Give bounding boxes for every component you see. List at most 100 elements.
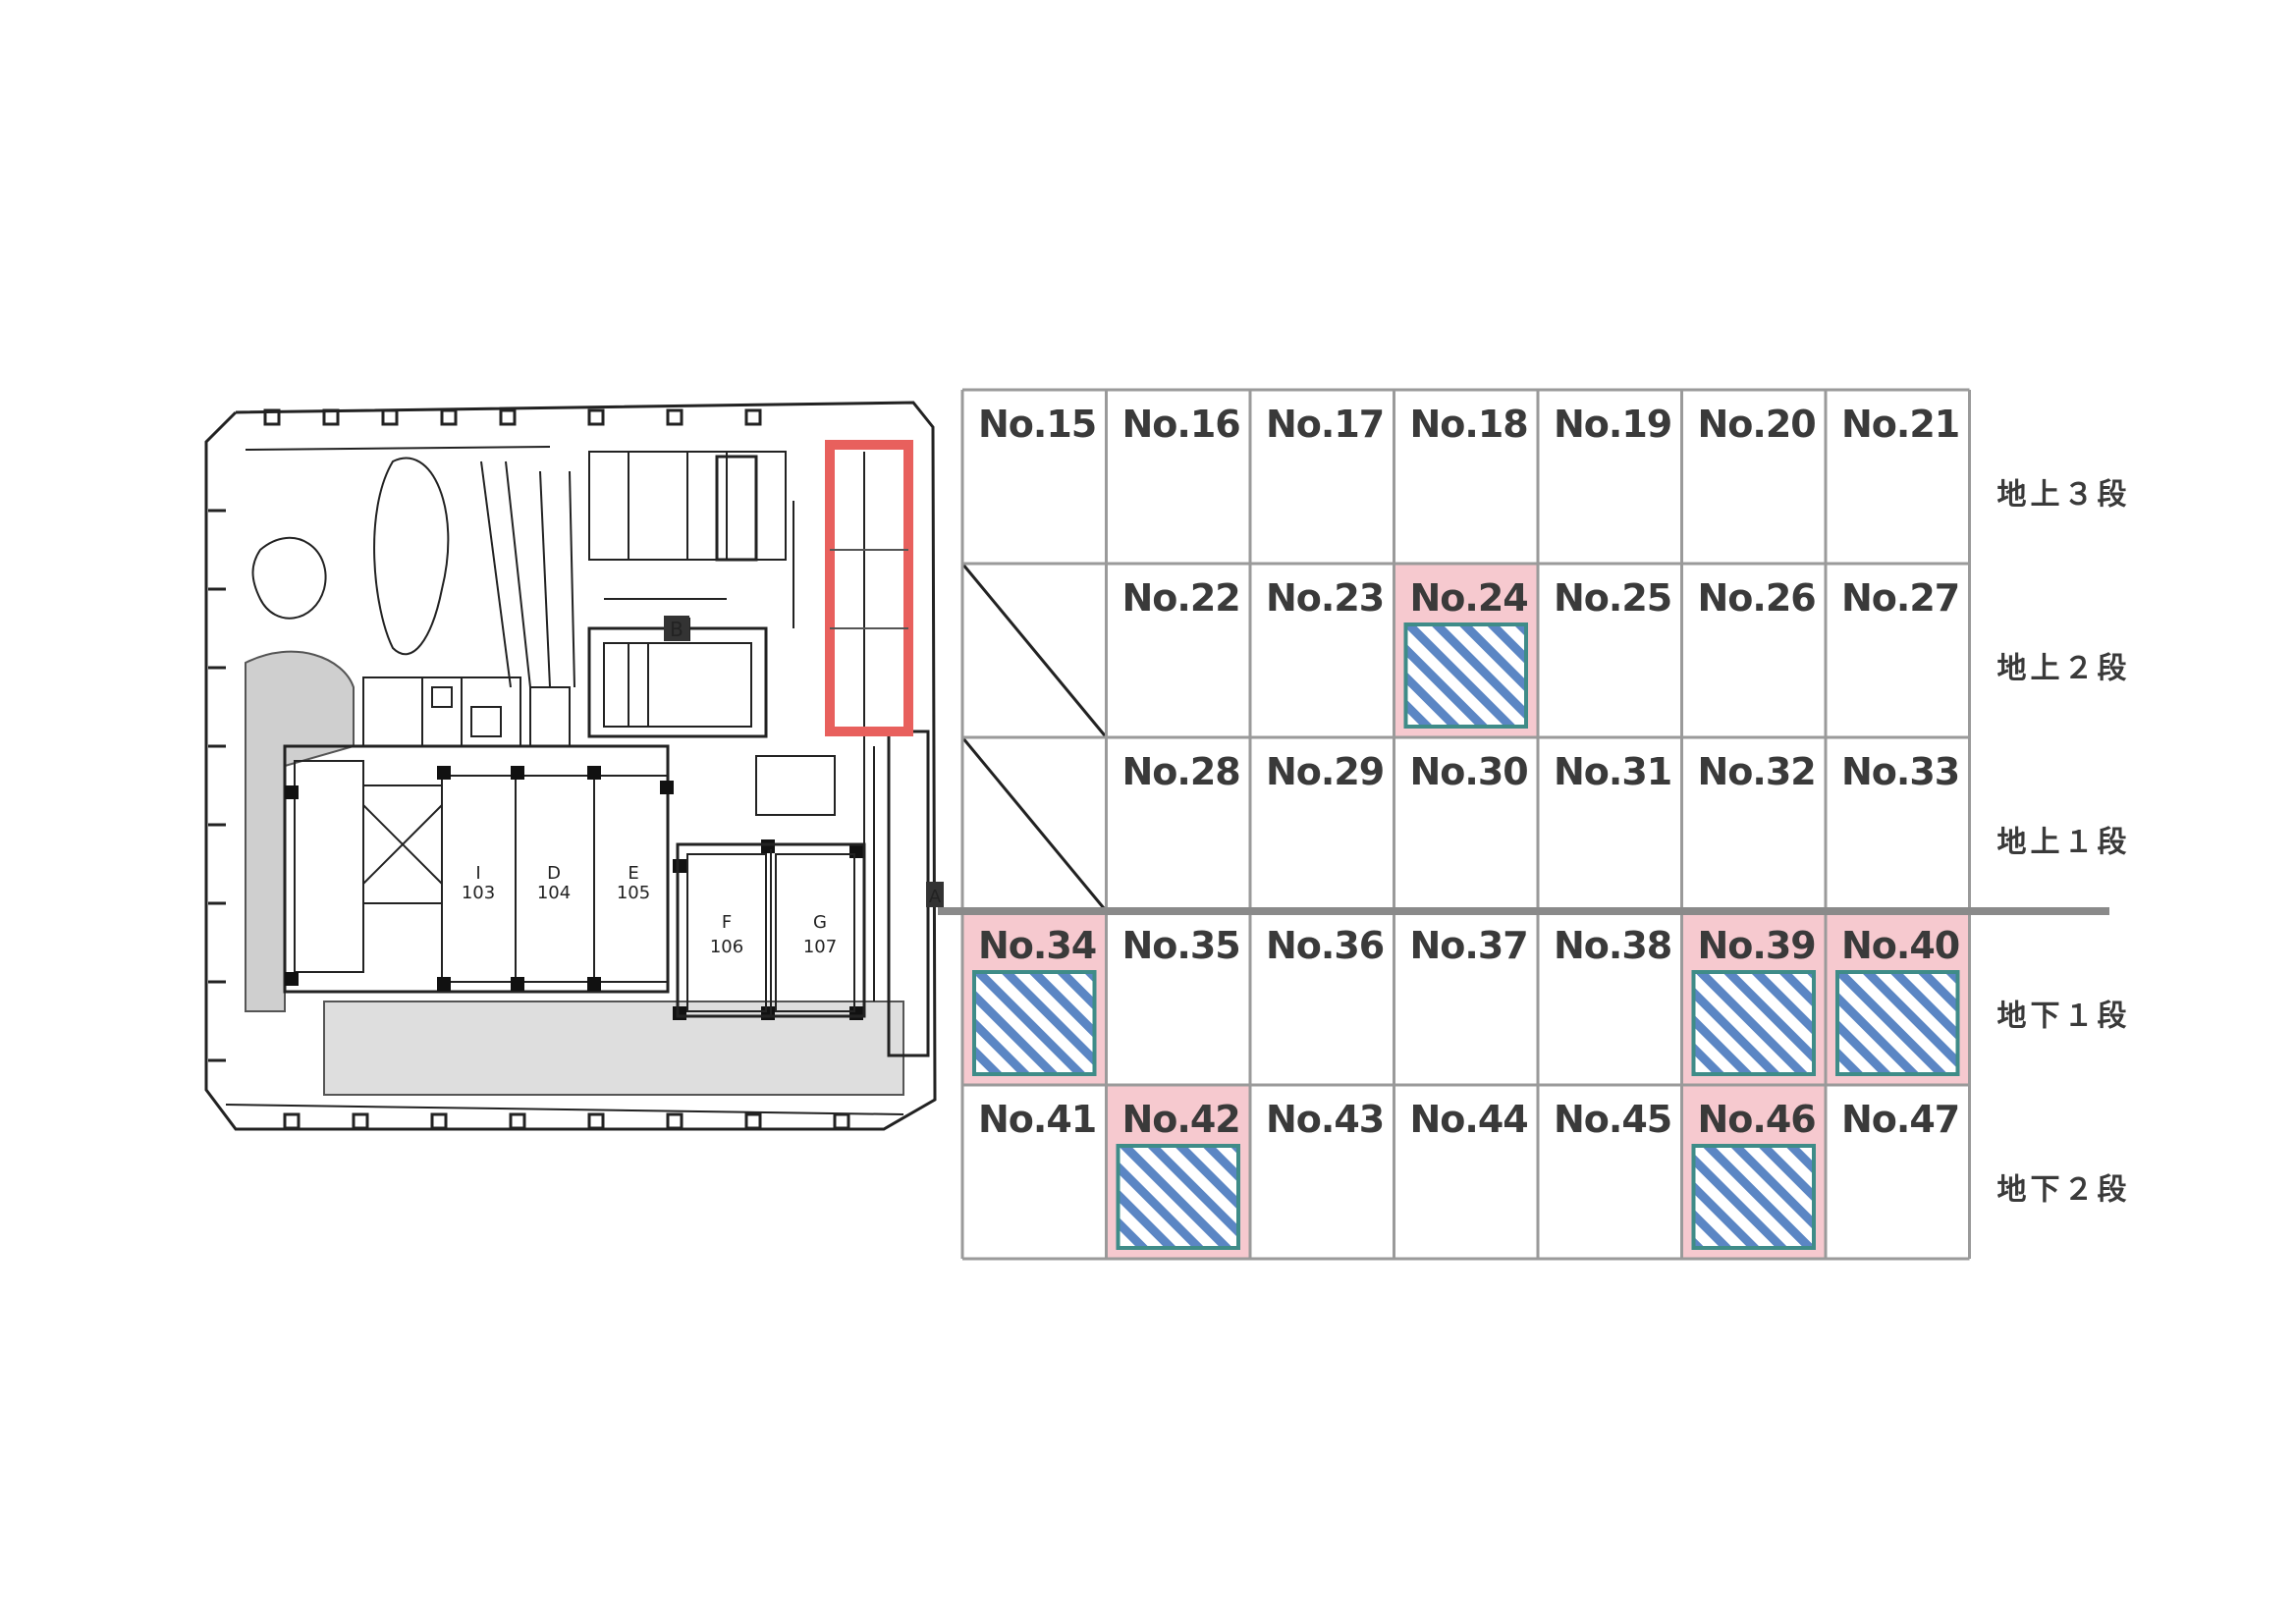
grid-lines	[960, 388, 1971, 1261]
parking-space-number: No.42	[1122, 1098, 1240, 1141]
parking-space-number: No.21	[1841, 403, 1959, 446]
unit-number: 105	[617, 883, 650, 903]
parking-space: No.37	[1410, 924, 1529, 967]
parking-space: No.24	[1394, 564, 1538, 737]
unit-letter: F	[722, 912, 732, 933]
parking-space: No.42	[1106, 1085, 1250, 1259]
parking-space-number: No.39	[1698, 924, 1816, 967]
parking-space-number: No.17	[1266, 403, 1384, 446]
parking-space-number: No.47	[1841, 1098, 1959, 1141]
unit-number: 103	[462, 883, 495, 903]
parking-space: No.43	[1266, 1098, 1385, 1141]
parking-space-number: No.25	[1554, 576, 1671, 620]
unit-number: 104	[537, 883, 571, 903]
parking-space: No.34	[962, 911, 1107, 1085]
parking-space-number: No.30	[1410, 750, 1528, 793]
parking-space: No.26	[1698, 576, 1817, 620]
parking-space-number: No.37	[1410, 924, 1528, 967]
plan-marker-b: B	[664, 616, 689, 641]
unit-letter: D	[547, 863, 561, 884]
hatched-vehicle-mark	[1691, 970, 1816, 1076]
tier-label: 地上２段	[1997, 652, 2131, 686]
unavailable-space-slash	[960, 736, 1108, 912]
parking-space-number: No.28	[1122, 750, 1240, 793]
parking-space: No.44	[1410, 1098, 1529, 1141]
parking-space: No.38	[1554, 924, 1672, 967]
unit-letter: G	[813, 912, 827, 933]
parking-space-number: No.22	[1122, 576, 1240, 620]
parking-space	[960, 563, 1108, 738]
parking-space-number: No.41	[978, 1098, 1096, 1141]
parking-space-number: No.32	[1698, 750, 1816, 793]
hatched-vehicle-mark	[1835, 970, 1960, 1076]
hatched-vehicle-mark	[972, 970, 1097, 1076]
parking-space-number: No.24	[1410, 576, 1528, 620]
parking-space-number: No.29	[1266, 750, 1384, 793]
parking-space-number: No.26	[1698, 576, 1816, 620]
parking-space: No.22	[1122, 576, 1241, 620]
parking-space: No.27	[1841, 576, 1960, 620]
parking-space-number: No.35	[1122, 924, 1240, 967]
parking-space: No.45	[1554, 1098, 1672, 1141]
parking-space: No.33	[1841, 750, 1960, 793]
parking-space: No.17	[1266, 403, 1385, 446]
tier-label: 地下２段	[1997, 1173, 2131, 1208]
parking-space-number: No.16	[1122, 403, 1240, 446]
parking-space-number: No.33	[1841, 750, 1959, 793]
parking-space-number: No.45	[1554, 1098, 1671, 1141]
site-floor-plan	[204, 401, 937, 1131]
parking-space-number: No.31	[1554, 750, 1671, 793]
svg-text:A: A	[929, 887, 942, 907]
parking-space: No.35	[1122, 924, 1241, 967]
parking-space: No.23	[1266, 576, 1385, 620]
plan-marker-a: A	[926, 882, 944, 907]
hatched-vehicle-mark	[1691, 1144, 1816, 1250]
parking-space-number: No.36	[1266, 924, 1384, 967]
parking-space	[960, 736, 1108, 912]
unit-number: 107	[803, 937, 837, 957]
parking-space: No.39	[1681, 911, 1826, 1085]
parking-space-number: No.19	[1554, 403, 1671, 446]
parking-space-number: No.43	[1266, 1098, 1384, 1141]
tier-label: 地上３段	[1997, 478, 2131, 513]
parking-space-number: No.40	[1841, 924, 1959, 967]
parking-space: No.41	[978, 1098, 1097, 1141]
tier-label: 地下１段	[1997, 1000, 2131, 1034]
parking-space-number: No.18	[1410, 403, 1528, 446]
parking-grid: No.15 No.16 No.17 No.18 No.19 No.20 No.21 地上３段 N…	[938, 388, 2131, 1261]
parking-space: No.46	[1681, 1085, 1826, 1259]
parking-space: No.36	[1266, 924, 1385, 967]
parking-space-number: No.46	[1698, 1098, 1816, 1141]
parking-space: No.25	[1554, 576, 1672, 620]
parking-space: No.21	[1841, 403, 1960, 446]
unit-letter: I	[475, 863, 480, 884]
unit-number: 106	[710, 937, 743, 957]
parking-space: No.28	[1122, 750, 1241, 793]
parking-space-number: No.44	[1410, 1098, 1528, 1141]
parking-space: No.30	[1410, 750, 1529, 793]
parking-space-number: No.15	[978, 403, 1096, 446]
unit-letter: E	[628, 863, 638, 884]
parking-space: No.19	[1554, 403, 1672, 446]
tier-label: 地上１段	[1997, 826, 2131, 860]
parking-space-number: No.20	[1698, 403, 1816, 446]
parking-space: No.31	[1554, 750, 1672, 793]
svg-text:B: B	[670, 618, 683, 641]
parking-space-number: No.34	[978, 924, 1096, 967]
parking-space: No.15	[978, 403, 1097, 446]
parking-space-number: No.38	[1554, 924, 1671, 967]
hatched-vehicle-mark	[1403, 622, 1528, 729]
parking-space: No.16	[1122, 403, 1241, 446]
parking-space: No.32	[1698, 750, 1817, 793]
parking-space: No.20	[1698, 403, 1817, 446]
unavailable-space-slash	[960, 563, 1108, 738]
parking-space: No.40	[1826, 911, 1970, 1085]
parking-space-number: No.23	[1266, 576, 1384, 620]
parking-space-number: No.27	[1841, 576, 1959, 620]
parking-space: No.47	[1841, 1098, 1960, 1141]
hatched-vehicle-mark	[1116, 1144, 1240, 1250]
parking-location-marker	[825, 440, 913, 736]
parking-space: No.18	[1410, 403, 1529, 446]
